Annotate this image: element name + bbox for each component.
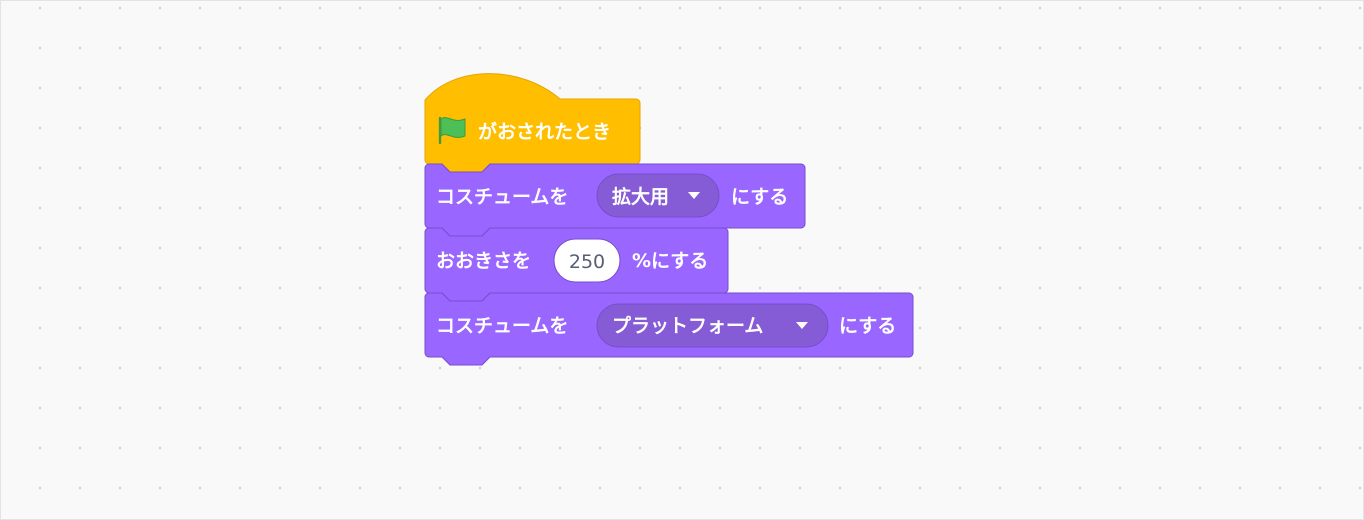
size-input-value: 250 (569, 251, 605, 273)
set-size-suffix: %にする (632, 250, 708, 272)
switch-costume-suffix-1: にする (731, 186, 788, 208)
dropdown-arrow-icon (688, 192, 700, 199)
dropdown-arrow-icon (796, 322, 808, 329)
switch-costume-block-2[interactable]: コスチュームを プラットフォーム にする (424, 292, 914, 366)
switch-costume-label-2: コスチュームを (436, 315, 568, 337)
costume-dropdown-value-2: プラットフォーム (612, 314, 763, 337)
costume-dropdown-value-1: 拡大用 (612, 185, 669, 208)
size-input[interactable]: 250 (553, 238, 621, 283)
set-size-block[interactable]: おおきさを 250 %にする (424, 227, 729, 302)
costume-dropdown-2[interactable]: プラットフォーム (596, 303, 829, 348)
when-flag-clicked-block[interactable]: がおされたとき (424, 73, 641, 173)
set-size-label: おおきさを (436, 250, 531, 272)
switch-costume-block-1[interactable]: コスチュームを 拡大用 にする (424, 163, 806, 237)
green-flag-icon (438, 116, 466, 145)
switch-costume-label-1: コスチュームを (436, 186, 568, 208)
hat-label: がおされたとき (478, 120, 611, 143)
costume-dropdown-1[interactable]: 拡大用 (596, 173, 720, 218)
switch-costume-suffix-2: にする (839, 315, 896, 337)
